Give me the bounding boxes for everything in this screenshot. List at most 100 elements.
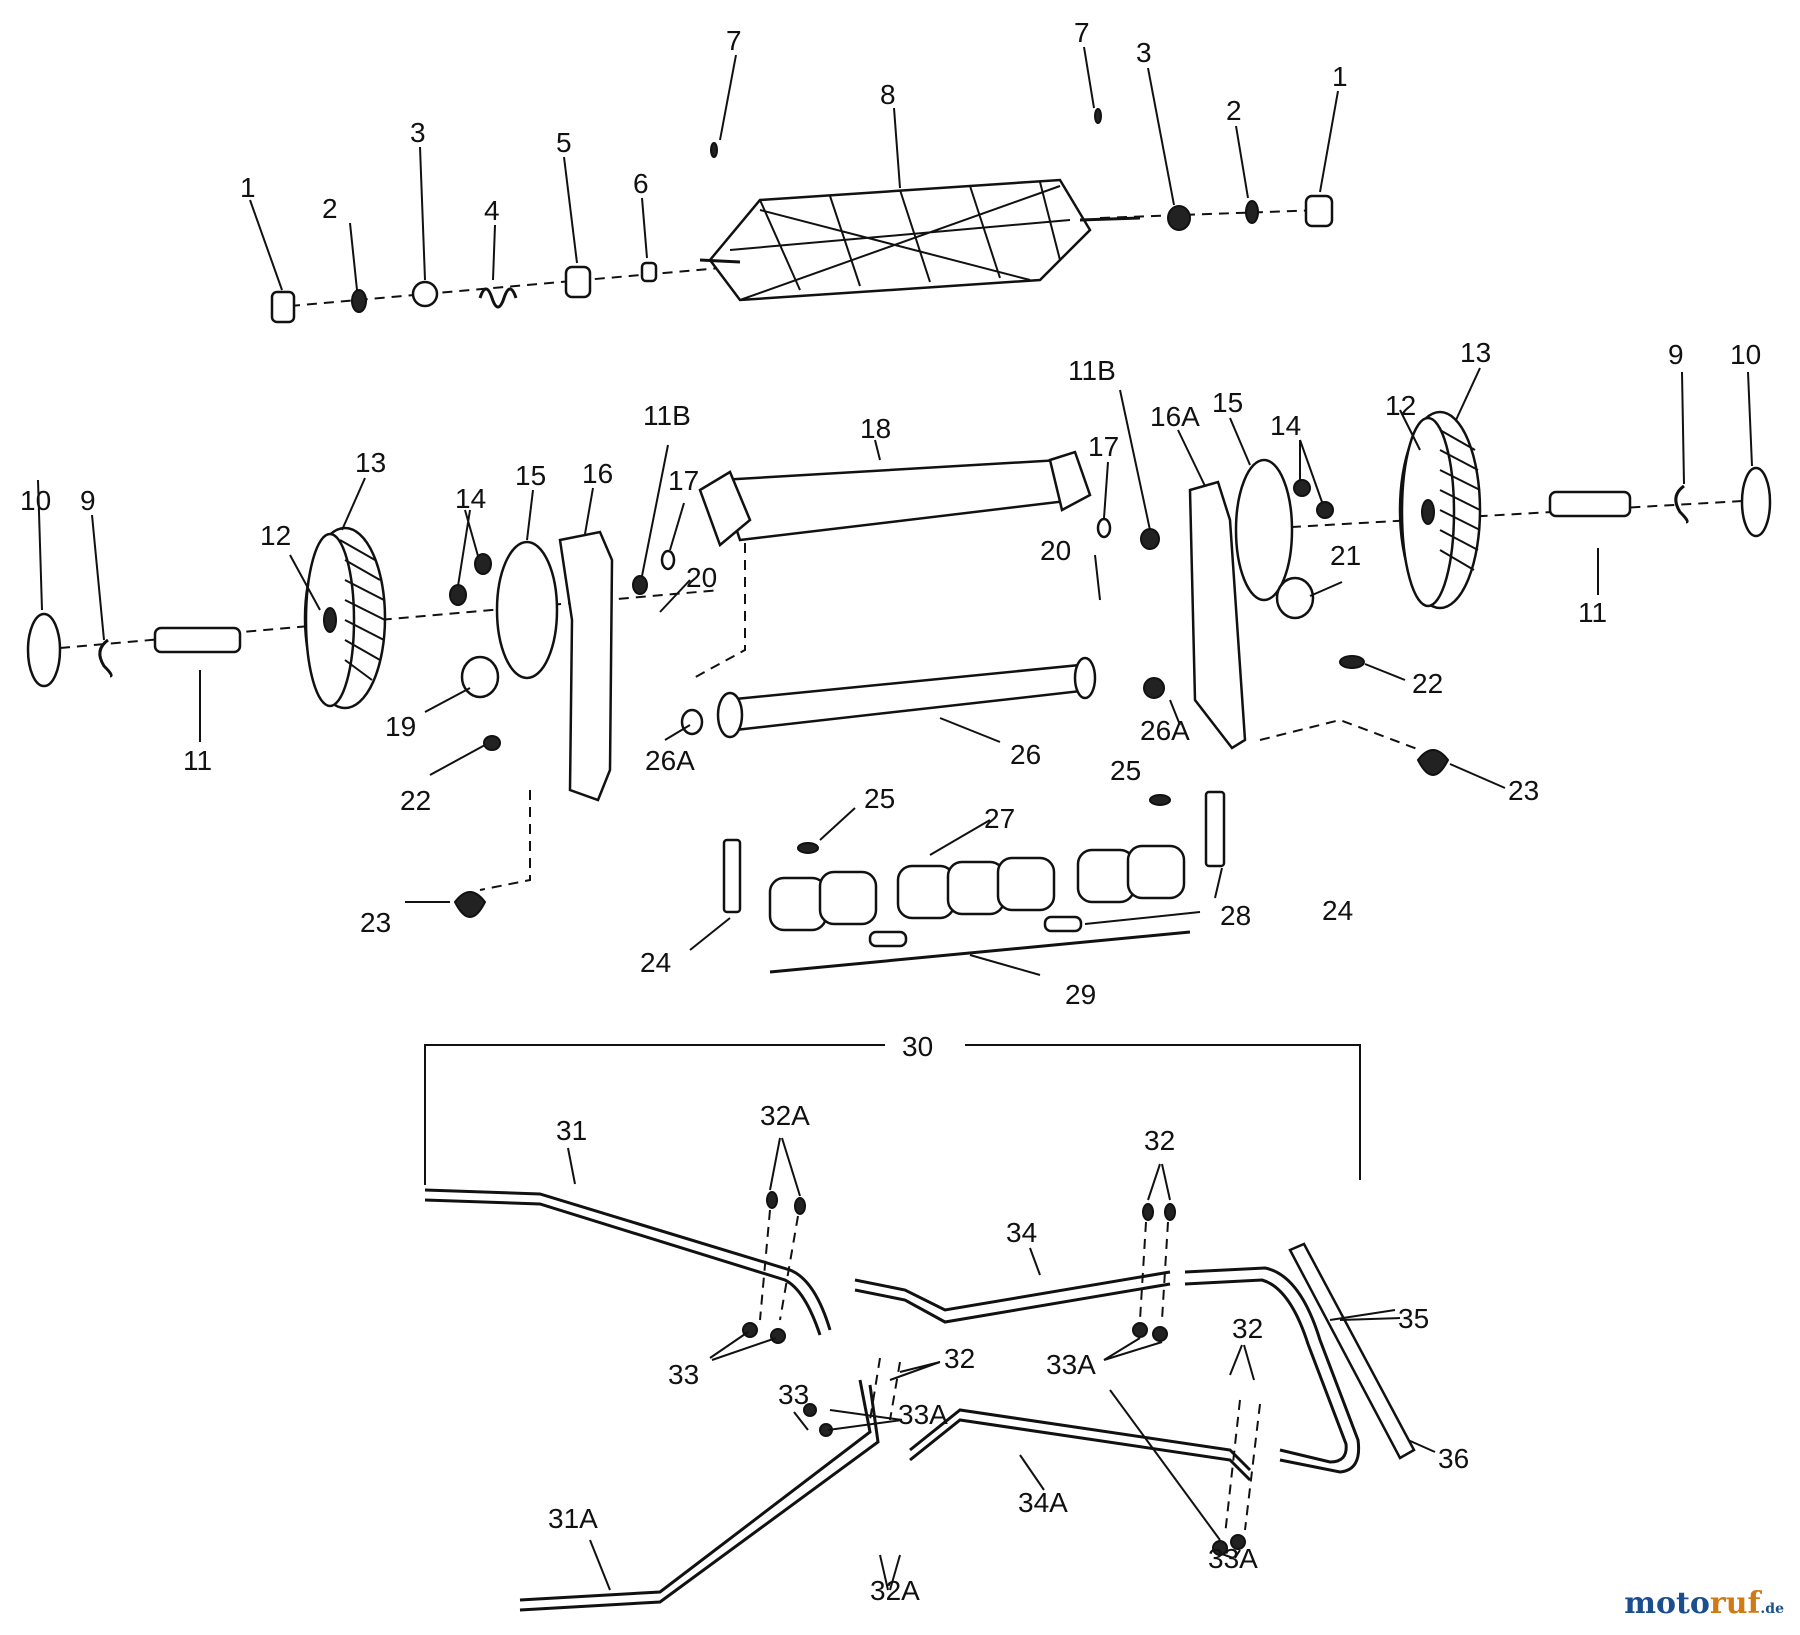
roller-shaft-part (769, 930, 1191, 974)
label-lw-11B: 11B (643, 400, 691, 431)
axle-part (153, 626, 242, 654)
hubcap-part-right (1740, 466, 1772, 538)
grass-shield-part (495, 540, 559, 680)
nut-part-right (1167, 205, 1191, 231)
grip-part (1288, 1242, 1416, 1460)
hubcap-part (26, 612, 62, 688)
reel-cylinder-part (699, 178, 1141, 302)
label-lw-14: 14 (455, 483, 486, 514)
label-rw-11B: 11B (1068, 355, 1116, 386)
label-h-33: 33 (668, 1359, 699, 1390)
label-lw-16: 16 (582, 458, 613, 489)
side-plate-right-part (1188, 480, 1247, 750)
bolt-part-right (1339, 655, 1365, 669)
label-h-33b: 33 (778, 1379, 809, 1410)
label-rw-22: 22 (1412, 668, 1443, 699)
handle-lower-right-part (909, 1408, 1252, 1472)
label-rw-10: 10 (1730, 339, 1761, 370)
label-h-33Ab: 33A (898, 1399, 948, 1430)
label-rw-20: 20 (1040, 535, 1071, 566)
label-h-33Ac: 33A (1208, 1543, 1258, 1574)
label-reel-6: 6 (633, 168, 649, 199)
label-lw-12: 12 (260, 520, 291, 551)
label-reel-1b: 1 (1332, 61, 1348, 92)
label-reel-7b: 7 (1074, 17, 1090, 48)
label-h-32c: 32 (1232, 1313, 1263, 1344)
center-assembly: 18 26 25 27 24 25 24 28 29 (640, 413, 1353, 1010)
label-rw-21: 21 (1330, 540, 1361, 571)
label-lw-17: 17 (668, 465, 699, 496)
label-h-31: 31 (556, 1115, 587, 1146)
handle-upper-left-part (424, 1188, 832, 1331)
spacer-part (640, 261, 658, 283)
retaining-ring-part (98, 638, 113, 678)
label-lw-9: 9 (80, 485, 96, 516)
label-c-25: 25 (864, 783, 895, 814)
label-reel-3b: 3 (1136, 37, 1152, 68)
label-h-31A: 31A (548, 1503, 598, 1534)
pinion-gear-part-right (1275, 576, 1315, 620)
label-lw-11: 11 (183, 745, 212, 776)
label-h-32A: 32A (760, 1100, 810, 1131)
label-reel-8: 8 (880, 79, 896, 110)
label-c-28: 28 (1220, 900, 1251, 931)
label-lw-22: 22 (400, 785, 431, 816)
roller-pin-part (868, 930, 908, 948)
label-lw-23: 23 (360, 907, 391, 938)
label-c-24: 24 (640, 947, 671, 978)
label-rw-9: 9 (1668, 339, 1684, 370)
side-plate-left-part (558, 530, 614, 802)
handle-right-part (1184, 1266, 1361, 1474)
left-wheel-part (303, 526, 387, 710)
label-rw-11: 11 (1578, 597, 1607, 628)
label-h-30: 30 (902, 1031, 933, 1062)
label-lw-19: 19 (385, 711, 416, 742)
label-h-33A: 33A (1046, 1349, 1096, 1380)
right-wheel-assembly: 11B 17 16A 15 14 12 13 9 10 11 20 21 22 … (1040, 337, 1772, 806)
right-wheel-part (1398, 410, 1482, 610)
label-reel-3: 3 (410, 117, 426, 148)
spring-part (478, 287, 518, 309)
label-c-27: 27 (984, 803, 1015, 834)
washer-part (351, 289, 367, 313)
bearing-cap-part (270, 290, 296, 324)
bracket-right-part (1204, 790, 1226, 868)
nut-part (411, 280, 439, 308)
label-rw-16A: 16A (1150, 401, 1200, 432)
label-c-18: 18 (860, 413, 891, 444)
pinion-gear-part (460, 655, 500, 699)
label-rw-15: 15 (1212, 387, 1243, 418)
reel-assembly: 1 2 3 4 5 6 7 8 7 3 2 1 (240, 17, 1348, 324)
handle-assembly: 30 31 32A 34 32 35 33 32 33A 32 36 33 33… (424, 1031, 1469, 1612)
handle-lower-left-part (519, 1379, 872, 1602)
axle-part-right (1548, 490, 1632, 518)
rollers-part (768, 844, 1186, 932)
label-c-26: 26 (1010, 739, 1041, 770)
label-c-24b: 24 (1322, 895, 1353, 926)
label-reel-2b: 2 (1226, 95, 1242, 126)
label-h-32: 32 (1144, 1125, 1175, 1156)
label-c-25b: 25 (1110, 755, 1141, 786)
label-rw-17: 17 (1088, 431, 1119, 462)
handle-upper-mid-part (854, 1270, 1171, 1312)
label-h-34A: 34A (1018, 1487, 1068, 1518)
bedknife-bar-part (716, 656, 1097, 739)
wing-nut-part-left (453, 891, 487, 918)
label-reel-4: 4 (484, 195, 500, 226)
label-rw-12: 12 (1385, 390, 1416, 421)
label-lw-20: 20 (686, 562, 717, 593)
wing-nut-part-right (1416, 749, 1450, 776)
left-wheel-assembly: 10 9 11 12 13 14 15 16 11B 17 20 19 22 2… (20, 400, 721, 938)
roller-pin-part-2 (1043, 915, 1083, 933)
label-h-35: 35 (1398, 1303, 1429, 1334)
label-reel-5: 5 (556, 127, 572, 158)
label-h-32Ab: 32A (870, 1575, 920, 1606)
bearing-cap-part-right (1304, 194, 1334, 228)
label-rw-26A: 26A (1140, 715, 1190, 746)
grass-shield-part-right (1234, 458, 1294, 602)
label-reel-2: 2 (322, 193, 338, 224)
label-rw-23: 23 (1508, 775, 1539, 806)
label-h-34: 34 (1006, 1217, 1037, 1248)
washer-part-right (1245, 200, 1259, 224)
